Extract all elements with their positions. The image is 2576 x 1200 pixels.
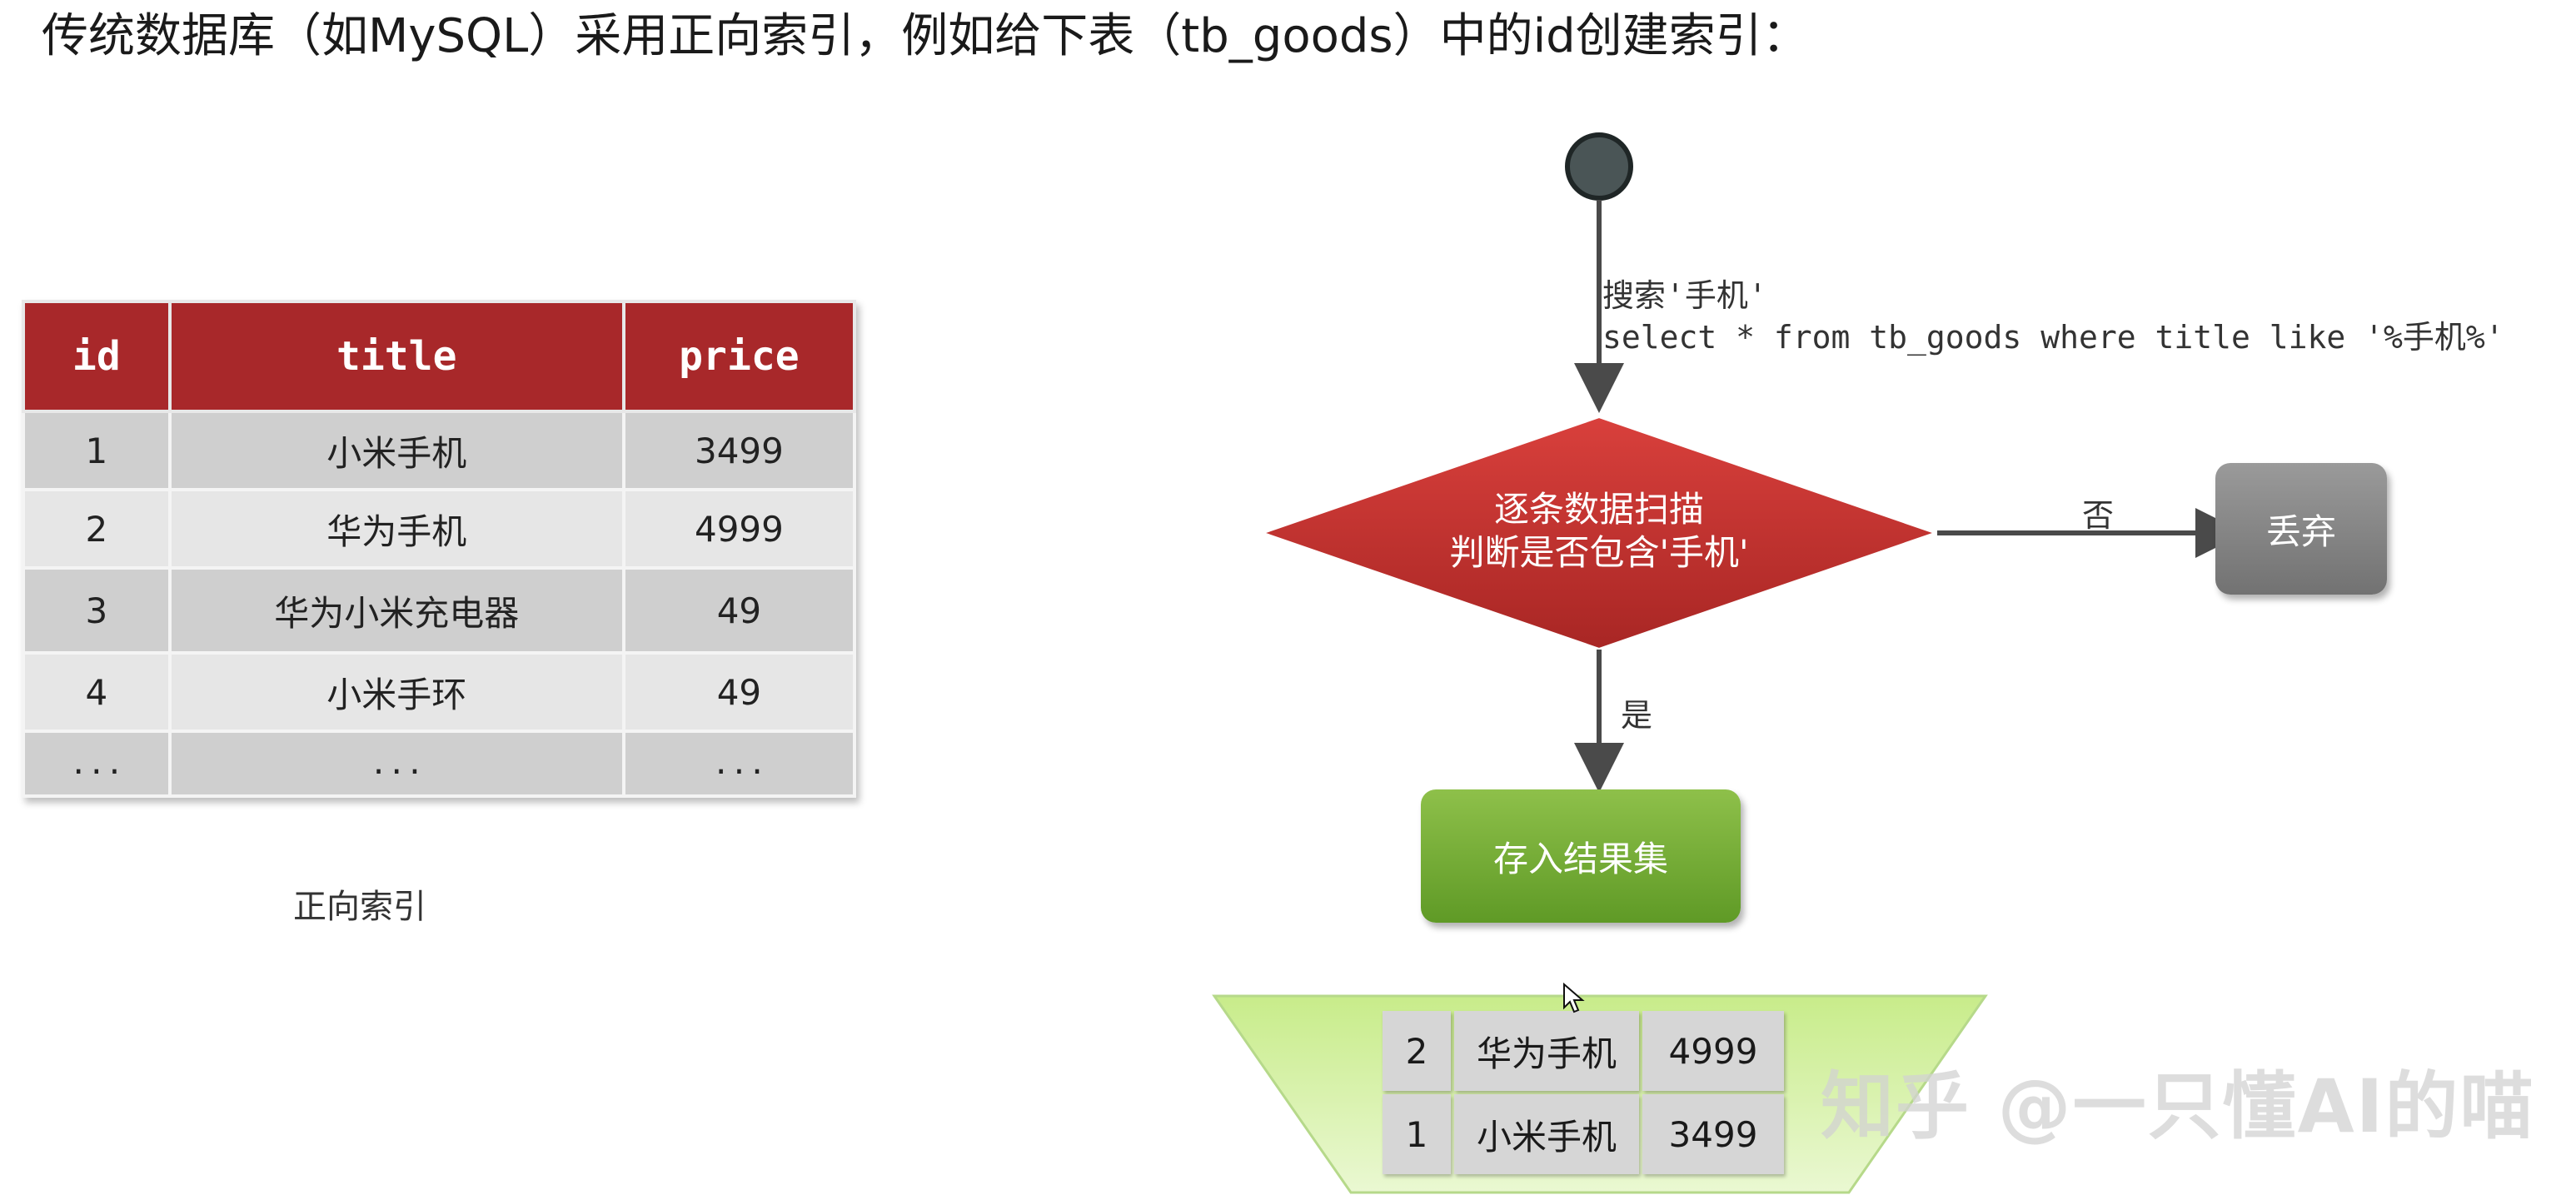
cell-id: 2 xyxy=(22,488,172,570)
cell-price: 49 xyxy=(621,651,857,733)
result-cell-price: 3499 xyxy=(1642,1094,1784,1174)
query-line-2: select * from tb_goods where title like … xyxy=(1602,319,2504,356)
result-cell-title: 华为手机 xyxy=(1454,1011,1639,1091)
cell-id: ... xyxy=(22,729,172,798)
header-title: title xyxy=(167,300,625,413)
page-heading: 传统数据库（如MySQL）采用正向索引，例如给下表（tb_goods）中的id创… xyxy=(42,9,1809,63)
goods-table-header: id title price xyxy=(22,300,857,413)
cell-price: 49 xyxy=(621,566,857,655)
table-row: 1 小米手机 3499 xyxy=(1383,1094,1784,1174)
edge-label-yes: 是 xyxy=(1621,697,1653,734)
decision-text: 逐条数据扫描 判断是否包含'手机' xyxy=(1399,488,1799,575)
cell-price: 3499 xyxy=(621,410,857,491)
table-row: 4 小米手环 49 xyxy=(22,651,857,733)
cell-title: ... xyxy=(167,729,625,798)
cell-price: ... xyxy=(621,729,857,798)
table-row: 1 小米手机 3499 xyxy=(22,410,857,491)
cell-title: 华为手机 xyxy=(167,488,625,570)
cell-title: 小米手机 xyxy=(167,410,625,491)
watermark: 知乎 @一只懂AI的喵 xyxy=(1821,1063,2535,1149)
result-cell-id: 2 xyxy=(1383,1011,1451,1091)
cell-price: 4999 xyxy=(621,488,857,570)
result-cell-id: 1 xyxy=(1383,1094,1451,1174)
table-row: 3 华为小米充电器 49 xyxy=(22,566,857,655)
store-result-node: 存入结果集 xyxy=(1421,789,1741,923)
header-id: id xyxy=(22,300,172,413)
goods-table: id title price 1 小米手机 3499 2 华为手机 4999 3… xyxy=(22,300,857,798)
table-row: 2 华为手机 4999 xyxy=(22,488,857,570)
cell-title: 华为小米充电器 xyxy=(167,566,625,655)
result-set-table: 2 华为手机 4999 1 小米手机 3499 xyxy=(1379,1008,1787,1178)
discard-node: 丢弃 xyxy=(2215,463,2387,595)
decision-line-2: 判断是否包含'手机' xyxy=(1449,532,1749,573)
edge-label-no: 否 xyxy=(2082,497,2115,534)
table-row: 2 华为手机 4999 xyxy=(1383,1011,1784,1091)
result-cell-title: 小米手机 xyxy=(1454,1094,1639,1174)
result-cell-price: 4999 xyxy=(1642,1011,1784,1091)
cell-id: 1 xyxy=(22,410,172,491)
store-label: 存入结果集 xyxy=(1492,838,1668,879)
discard-label: 丢弃 xyxy=(2265,510,2336,552)
decision-line-1: 逐条数据扫描 xyxy=(1493,489,1704,530)
table-row: ... ... ... xyxy=(22,729,857,798)
query-annotation: 搜索'手机' select * from tb_goods where titl… xyxy=(1602,275,2504,358)
cell-id: 3 xyxy=(22,566,172,655)
caption-forward-index: 正向索引 xyxy=(293,888,426,926)
header-price: price xyxy=(621,300,857,413)
start-node xyxy=(1565,132,1633,201)
query-line-1: 搜索'手机' xyxy=(1602,277,1767,314)
cell-title: 小米手环 xyxy=(167,651,625,733)
cell-id: 4 xyxy=(22,651,172,733)
mouse-cursor-icon xyxy=(1563,983,1585,1013)
